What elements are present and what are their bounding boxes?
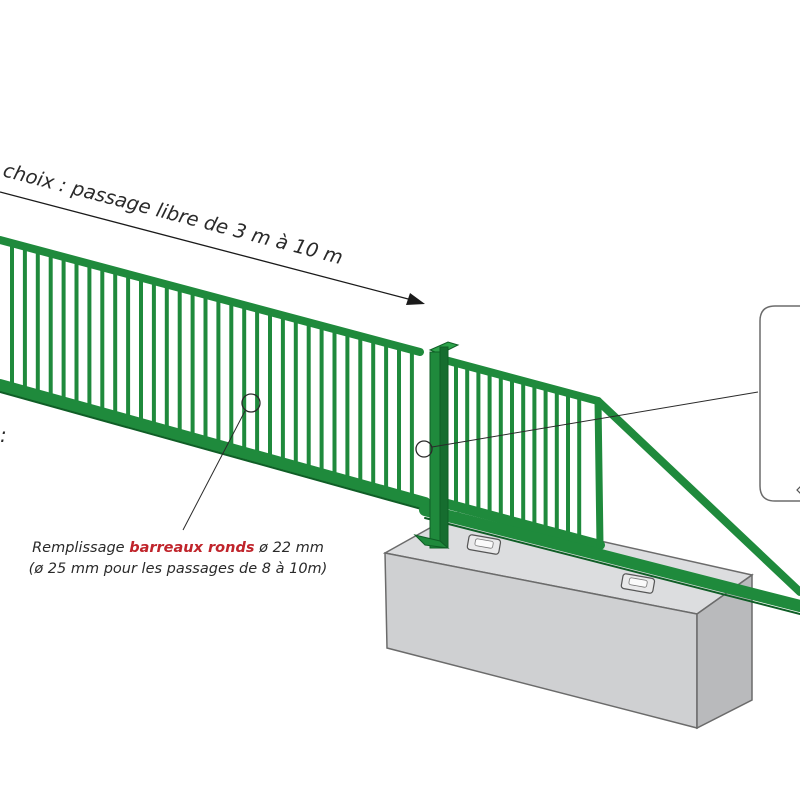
tail-top-rail (441, 356, 602, 405)
tail-bottom-rail (435, 497, 605, 550)
bottom-rail (0, 379, 431, 509)
fill-note: (ø 25 mm pour les passages de 8 à 10m) (29, 561, 328, 577)
dimension-arrow (0, 191, 425, 305)
gate-tail-bars (454, 363, 582, 539)
tail-end-post (594, 397, 604, 549)
guide-post (413, 341, 460, 549)
diagonal-brace (594, 397, 800, 596)
fill-prefix: Remplissage (32, 540, 129, 556)
gate-round-bars (10, 243, 414, 500)
fill-caption: Remplissage barreaux ronds ø 22 mm (32, 540, 324, 556)
lower-beam (419, 504, 800, 612)
callout-box (759, 305, 800, 502)
colon-mark: : (0, 423, 7, 447)
roller-right (620, 573, 656, 594)
fill-highlight: barreaux ronds (129, 540, 255, 556)
fill-suffix: ø 22 mm (254, 540, 323, 556)
roller-left (466, 534, 502, 555)
top-rail (0, 236, 424, 356)
gate-frame (0, 236, 800, 615)
post-callout (415, 391, 759, 458)
bar-callout (182, 393, 261, 531)
